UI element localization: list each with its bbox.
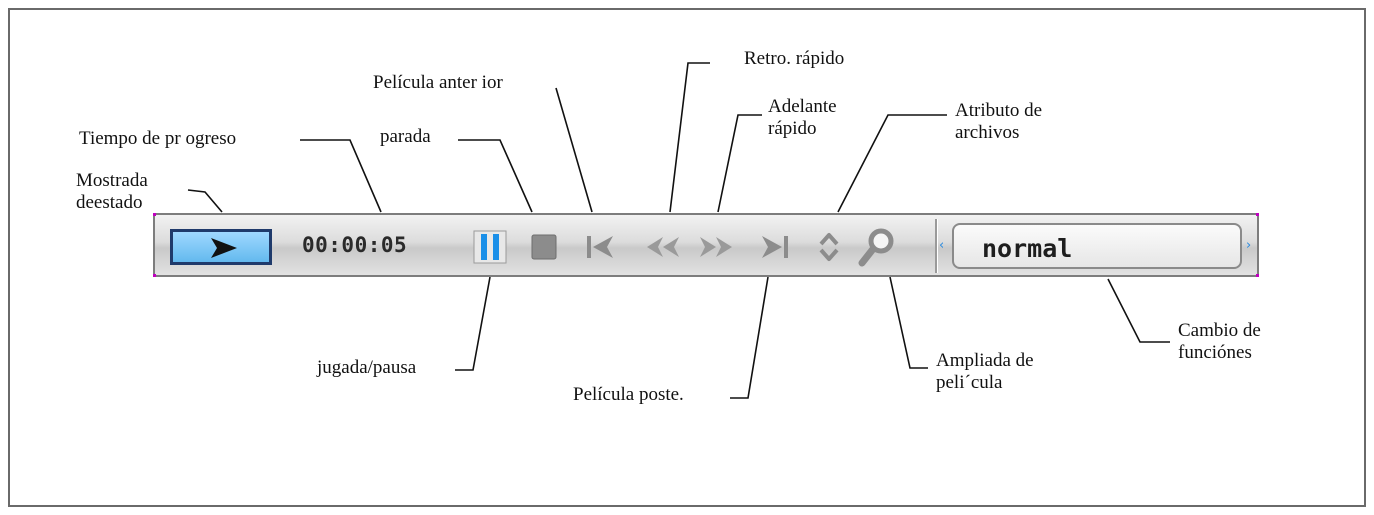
mode-value: normal bbox=[982, 234, 1073, 263]
label-next-movie: Película poste. bbox=[573, 384, 684, 405]
label-movie-zoom: Ampliada de peli´cula bbox=[936, 350, 1034, 393]
toolbar-divider bbox=[935, 219, 937, 273]
next-icon bbox=[762, 236, 788, 258]
next-movie-button[interactable] bbox=[755, 227, 795, 267]
label-status-display: Mostrada deestado bbox=[76, 170, 148, 213]
mode-right-arrow-icon[interactable]: › bbox=[1246, 238, 1252, 253]
progress-time: 00:00:05 bbox=[302, 233, 408, 257]
label-fast-forward: Adelante rápido bbox=[768, 96, 837, 139]
corner-marker bbox=[153, 213, 156, 216]
play-pause-button[interactable] bbox=[470, 227, 510, 267]
label-function-change: Cambio de funciónes bbox=[1178, 320, 1261, 363]
corner-marker bbox=[1256, 274, 1259, 277]
zoom-icon bbox=[858, 228, 894, 267]
previous-icon bbox=[587, 236, 613, 258]
previous-movie-button[interactable] bbox=[580, 227, 620, 267]
rewind-button[interactable] bbox=[643, 227, 683, 267]
status-display bbox=[170, 229, 272, 265]
stop-button[interactable] bbox=[524, 227, 564, 267]
movie-zoom-button[interactable] bbox=[857, 227, 897, 267]
function-mode-selector[interactable]: normal bbox=[952, 223, 1242, 269]
sort-icon bbox=[819, 233, 839, 261]
rewind-icon bbox=[647, 237, 679, 257]
label-play-pause: jugada/pausa bbox=[317, 357, 417, 378]
corner-marker bbox=[1256, 213, 1259, 216]
label-rewind: Retro. rápido bbox=[744, 48, 845, 69]
fast-forward-button[interactable] bbox=[696, 227, 736, 267]
label-progress-time: Tiempo de pr ogreso bbox=[79, 128, 237, 149]
label-stop: parada bbox=[380, 126, 431, 147]
stop-icon bbox=[531, 234, 557, 260]
corner-marker bbox=[153, 274, 156, 277]
file-attributes-button[interactable] bbox=[809, 227, 849, 267]
play-icon bbox=[211, 238, 237, 258]
label-previous-movie: Película anter ior bbox=[373, 72, 503, 93]
label-file-attributes: Atributo de archivos bbox=[955, 100, 1043, 143]
fast-forward-icon bbox=[700, 237, 732, 257]
player-toolbar: 00:00:05 bbox=[153, 213, 1259, 277]
mode-left-arrow-icon[interactable]: ‹ bbox=[939, 238, 945, 253]
pause-icon bbox=[473, 230, 507, 264]
